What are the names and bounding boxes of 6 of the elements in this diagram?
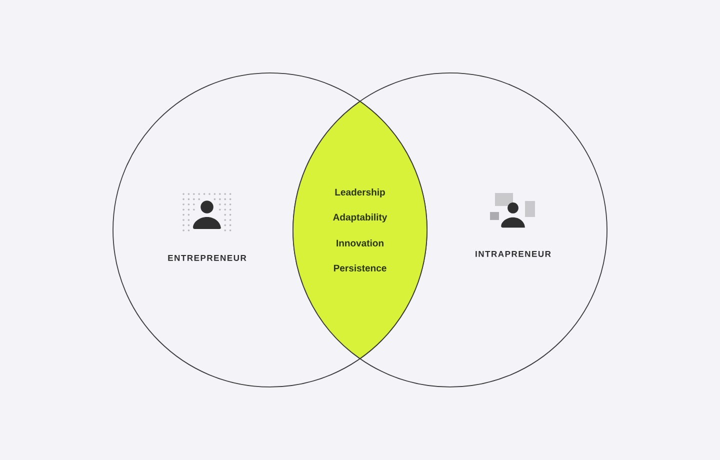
trait-label: Innovation — [336, 240, 384, 246]
circle-label: ENTREPRENEUR — [168, 255, 246, 261]
trait-label: Adaptability — [333, 214, 388, 222]
circle-label: INTRAPRENEUR — [476, 251, 551, 257]
trait-label: Persistence — [334, 264, 386, 272]
trait-label: Leadership — [335, 188, 385, 198]
